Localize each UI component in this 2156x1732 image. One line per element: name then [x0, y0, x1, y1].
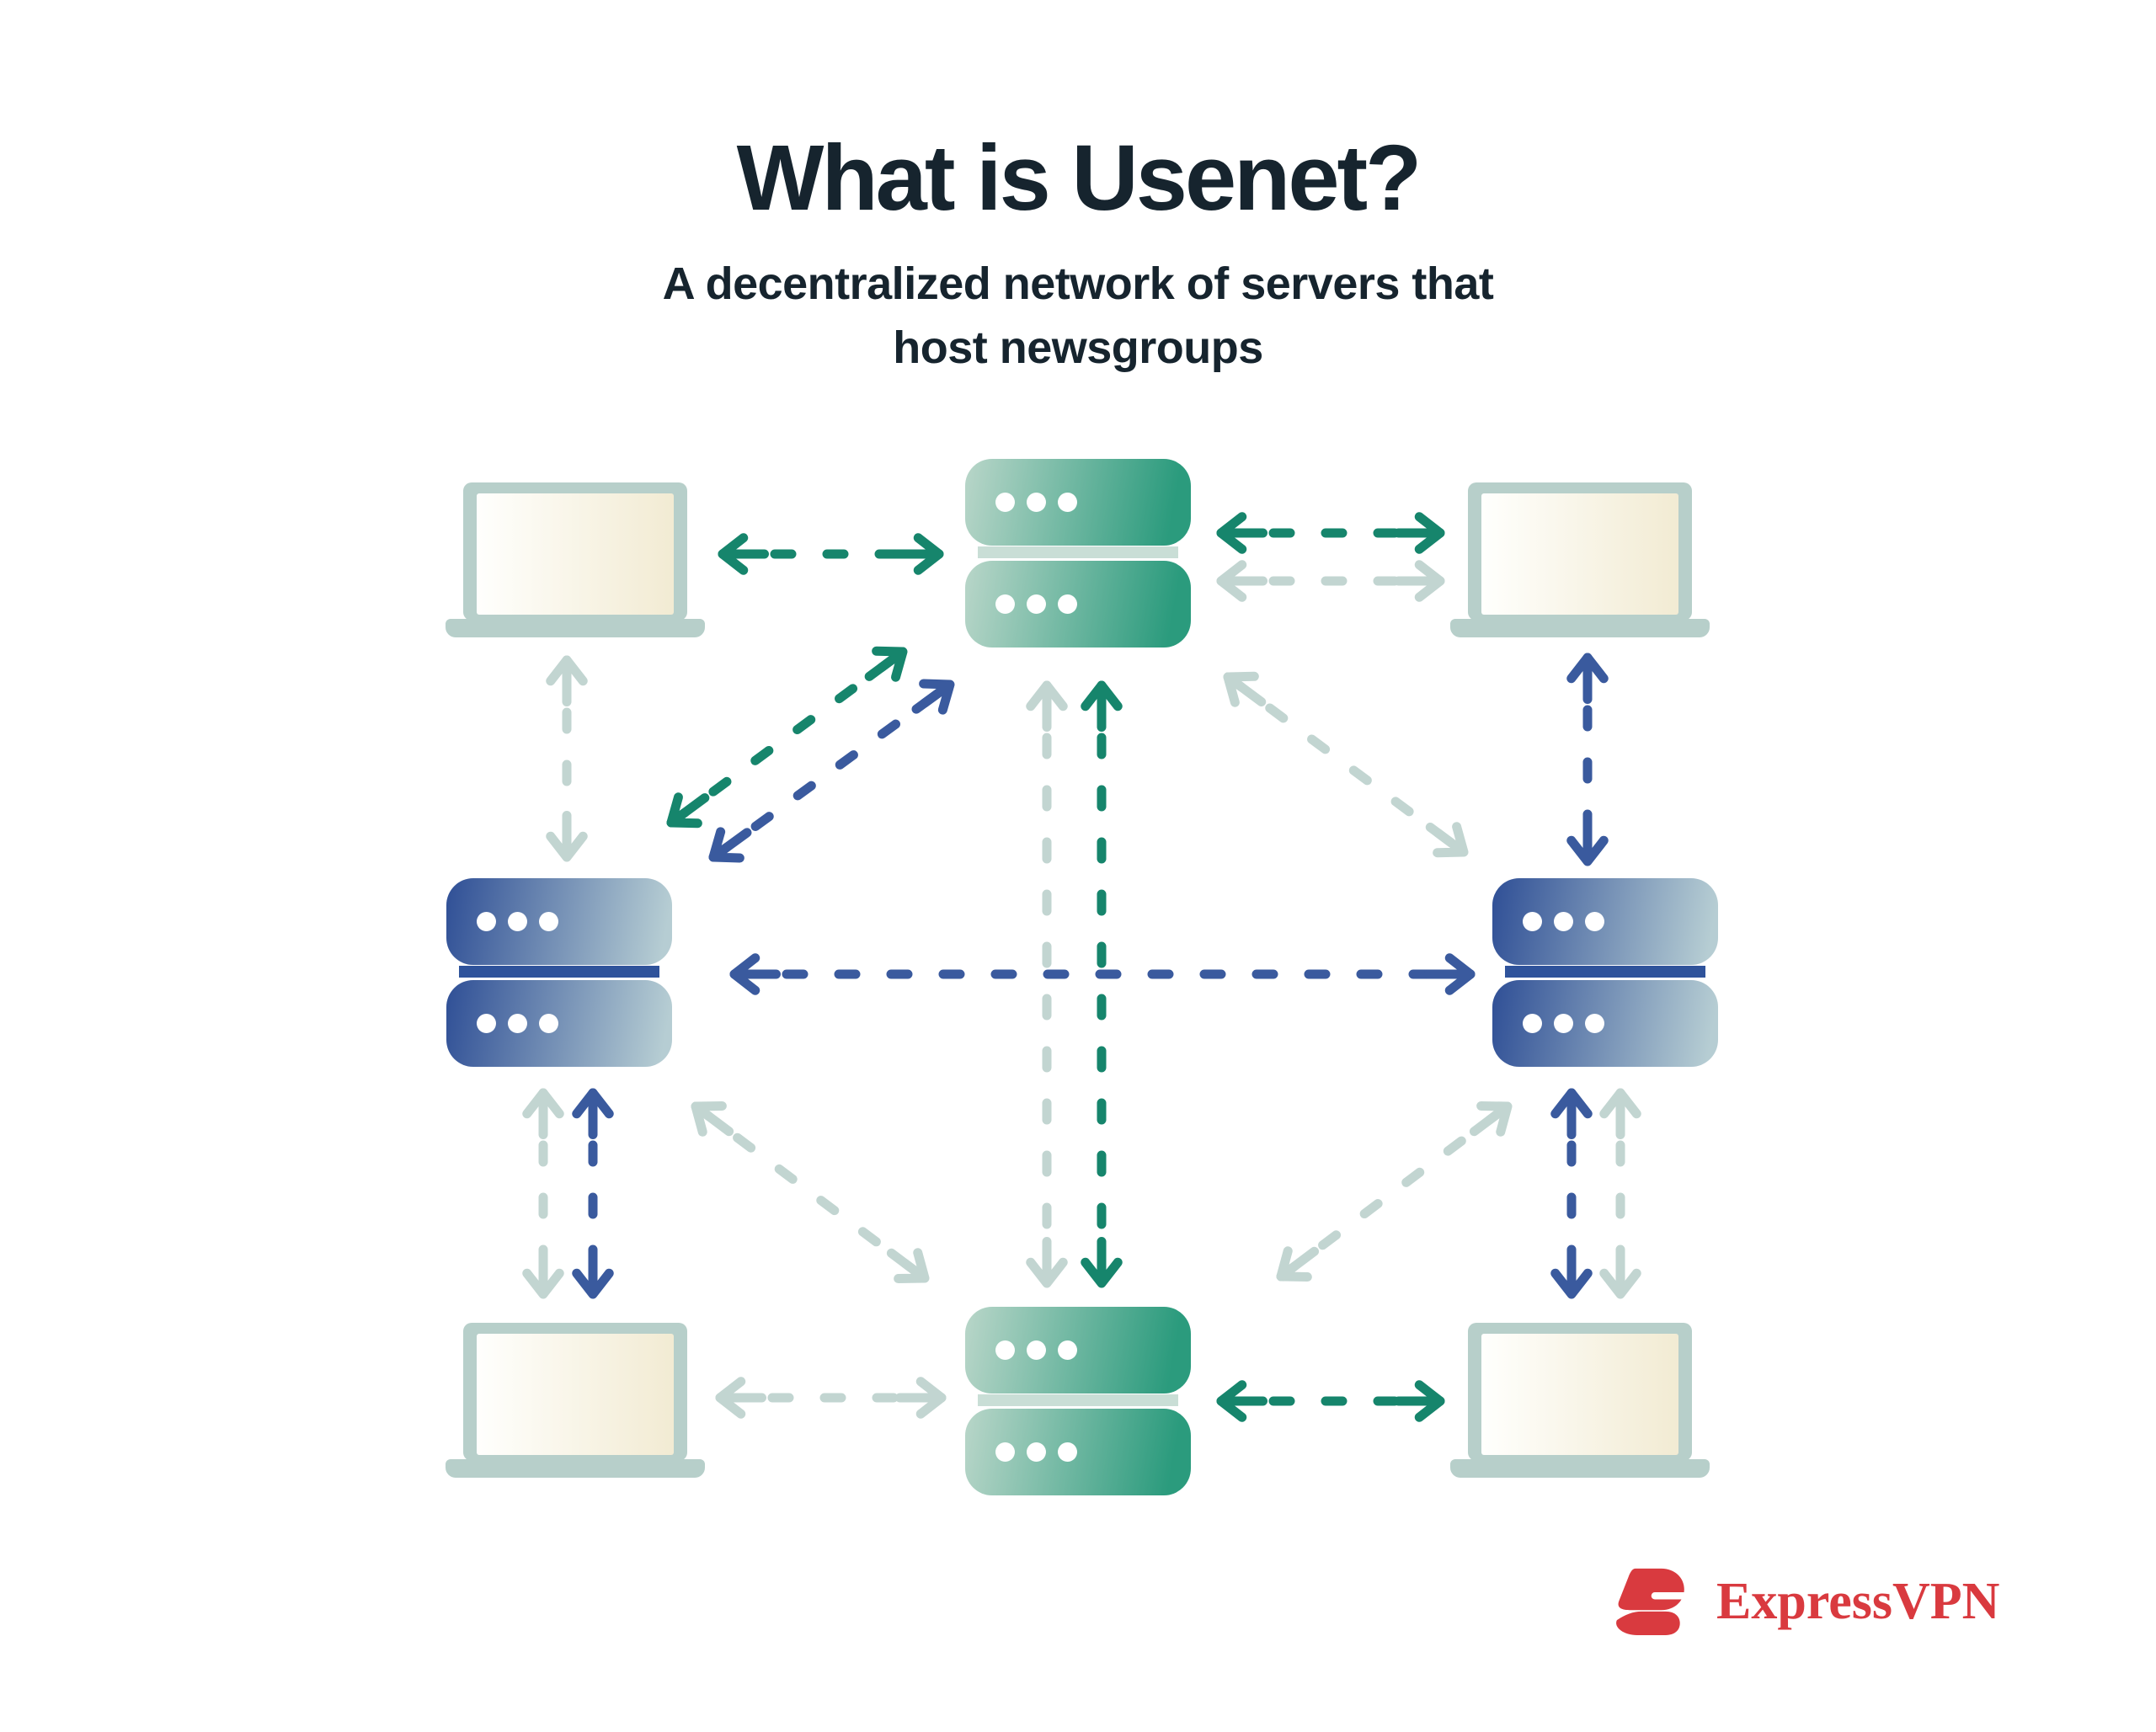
server-led-dot [995, 594, 1015, 614]
server-divider-band [978, 1394, 1178, 1406]
brand-wordmark: ExpressVPN [1716, 1572, 2000, 1630]
laptop-base [1450, 619, 1710, 637]
server-led-dot [539, 912, 558, 931]
server-bottom-icon [965, 1307, 1191, 1495]
server-led-dot [995, 1442, 1015, 1462]
laptop-screen-display [1481, 493, 1678, 615]
arrow-server-left-server-top-navy [708, 679, 955, 863]
server-led-dot [508, 1014, 527, 1033]
server-led-dot [1554, 1014, 1573, 1033]
server-led-dot [1585, 912, 1604, 931]
server-slab [965, 1409, 1191, 1495]
server-led-dot [508, 912, 527, 931]
server-led-dot [1058, 1340, 1077, 1360]
laptop-top-right-icon [1450, 482, 1710, 637]
laptop-screen [463, 482, 687, 621]
server-led-dot [1027, 1340, 1046, 1360]
server-slab [965, 561, 1191, 648]
server-left-icon [446, 878, 672, 1067]
laptop-top-left-icon [446, 482, 705, 637]
server-slab [965, 1307, 1191, 1394]
laptop-screen-display [1481, 1334, 1678, 1455]
server-led-dot [539, 1014, 558, 1033]
page-subtitle-line2: host newsgroups [893, 322, 1263, 373]
server-led-dot [995, 1340, 1015, 1360]
server-slab [965, 459, 1191, 546]
laptop-base [446, 1459, 705, 1478]
server-led-dot [1058, 1442, 1077, 1462]
server-led-dot [1058, 594, 1077, 614]
server-slab [1492, 980, 1718, 1067]
server-divider-band [1505, 966, 1705, 978]
laptop-screen [463, 1323, 687, 1461]
page-subtitle-line1: A decentralized network of servers that [662, 258, 1494, 309]
server-led-dot [477, 1014, 496, 1033]
page-subtitle: A decentralized network of servers that … [0, 253, 2156, 380]
laptop-screen-display [477, 1334, 674, 1455]
server-led-dot [1058, 493, 1077, 512]
brand-logo: ExpressVPN [1607, 1564, 1999, 1639]
server-led-dot [1585, 1014, 1604, 1033]
server-led-dot [477, 912, 496, 931]
server-right-icon [1492, 878, 1718, 1067]
page-title: What is Usenet? [736, 126, 1422, 230]
server-led-dot [1554, 912, 1573, 931]
laptop-bottom-left-icon [446, 1323, 705, 1478]
server-top-icon [965, 459, 1191, 648]
laptop-base [1450, 1459, 1710, 1478]
server-led-dot [1523, 1014, 1542, 1033]
arrow-server-left-server-bottom-sage [691, 1100, 930, 1284]
server-led-dot [1027, 1442, 1046, 1462]
laptop-screen [1468, 482, 1692, 621]
laptop-bottom-right-icon [1450, 1323, 1710, 1478]
server-slab [446, 980, 672, 1067]
laptop-screen [1468, 1323, 1692, 1461]
server-divider-band [459, 966, 659, 978]
laptop-screen-display [477, 493, 674, 615]
server-slab [1492, 878, 1718, 965]
server-led-dot [1523, 912, 1542, 931]
laptop-base [446, 619, 705, 637]
server-led-dot [1027, 594, 1046, 614]
server-led-dot [1027, 493, 1046, 512]
arrow-server-left-server-top-green [666, 646, 908, 829]
arrow-server-bottom-server-right-sage [1276, 1100, 1513, 1282]
server-led-dot [995, 493, 1015, 512]
arrow-server-top-server-right-sage [1223, 671, 1469, 858]
expressvpn-logo-icon [1616, 1568, 1689, 1635]
server-divider-band [978, 546, 1178, 558]
server-slab [446, 878, 672, 965]
